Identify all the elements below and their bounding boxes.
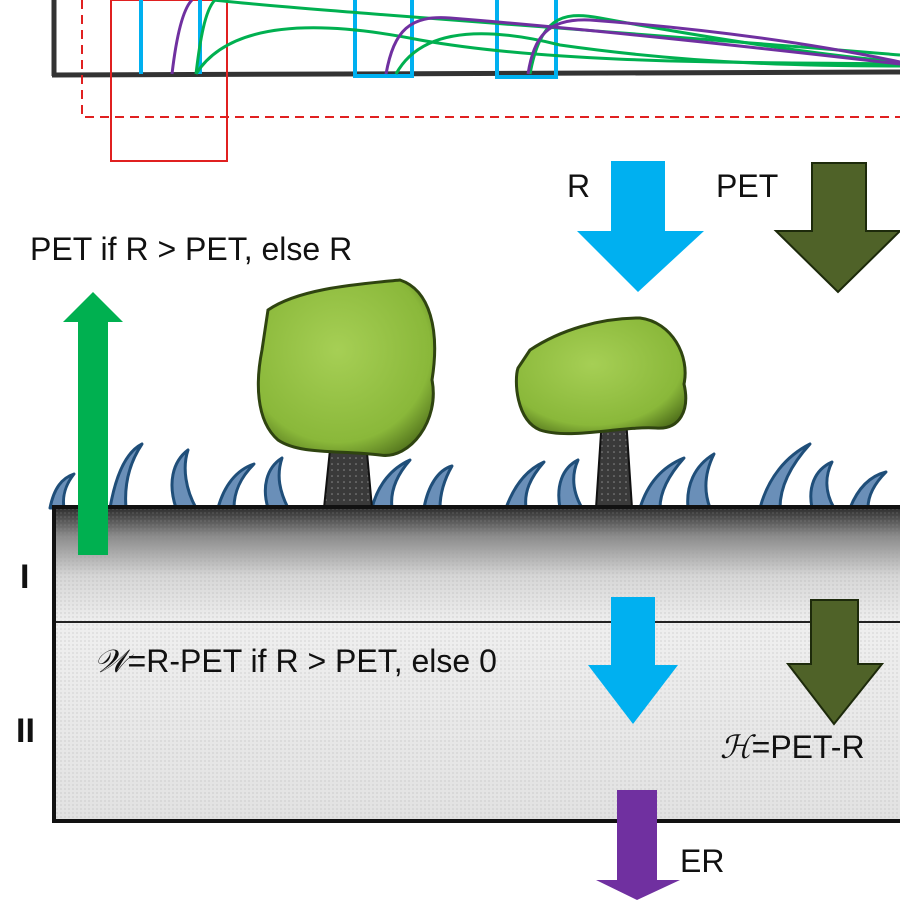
evapotranspiration-arrow: [63, 292, 123, 555]
pet-label: PET: [716, 168, 778, 204]
pet-arrow: [773, 162, 900, 294]
surplus-label: 𝒲=R-PET if R > PET, else 0: [94, 642, 497, 680]
dashed-red-frame: [81, 0, 900, 118]
evapotranspiration-label: PET if R > PET, else R: [30, 231, 352, 267]
soil-profile: [52, 505, 900, 823]
grass-icon: [48, 442, 888, 510]
soil-frame: [52, 505, 900, 823]
percolation-arrow: [588, 597, 678, 724]
rain-arrow: [577, 161, 704, 292]
deficit-symbol: ℋ: [720, 728, 756, 766]
deficit-text: =PET-R: [752, 729, 865, 765]
deficit-label: ℋ=PET-R: [720, 728, 865, 766]
tree-icon: [256, 278, 437, 509]
evapotranspiration-arrow-base: [78, 500, 108, 555]
deficit-arrow: [785, 599, 885, 726]
layer-label-top: I: [20, 558, 29, 596]
surplus-text: =R-PET if R > PET, else 0: [128, 643, 497, 679]
rain-label: R: [567, 168, 590, 204]
red-highlight-box: [110, 0, 228, 162]
layer-label-bottom: II: [16, 712, 35, 750]
hydrograph-panel: [51, 0, 900, 162]
runoff-label: ER: [680, 843, 724, 879]
runoff-arrow: [596, 790, 680, 900]
hydrograph-green-curves: [194, 0, 900, 75]
hydrograph-purple-curves: [170, 0, 900, 75]
hydrograph-axis-bottom: [51, 69, 900, 78]
